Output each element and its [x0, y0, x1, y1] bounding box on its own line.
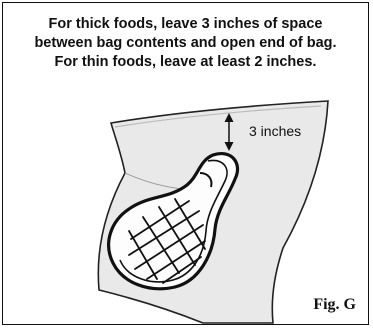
figure-label: Fig. G	[313, 296, 356, 314]
figure-frame: For thick foods, leave 3 inches of space…	[2, 2, 369, 325]
dimension-label: 3 inches	[249, 123, 301, 139]
vacuum-bag-illustration: 3 inches	[3, 3, 370, 326]
